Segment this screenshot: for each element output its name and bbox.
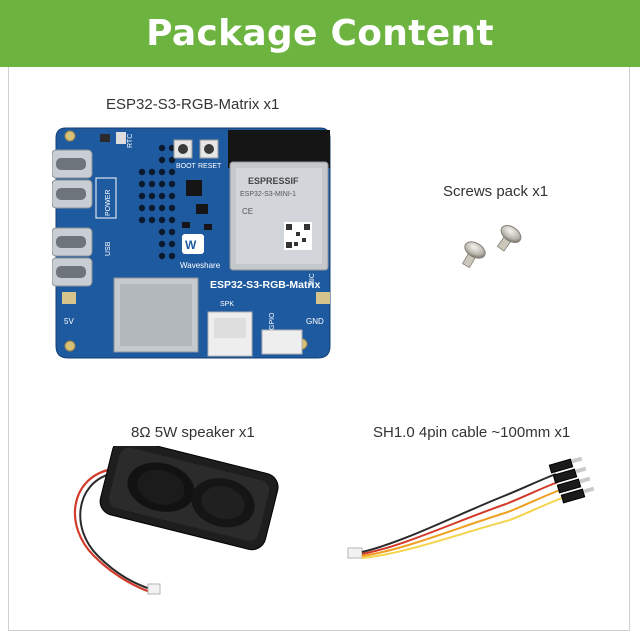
speaker-caption: 8Ω 5W speaker x1: [131, 424, 255, 441]
header-banner: Package Content: [0, 0, 640, 67]
page-title: Package Content: [146, 13, 494, 54]
gnd-label: GND: [306, 317, 324, 326]
power-label: POWER: [105, 190, 112, 216]
reset-label: RESET: [198, 163, 222, 170]
screws-image: [461, 224, 522, 269]
rtc-label: RTC: [127, 134, 134, 148]
boot-label: BOOT: [176, 163, 197, 170]
cable-image: [347, 456, 595, 559]
board-caption: ESP32-S3-RGB-Matrix x1: [106, 96, 280, 113]
module-model: ESP32-S3-MINI-1: [240, 191, 296, 198]
esp32-board-image: POWER USB RTC BOOT RESET ESPRESSIF ESP32…: [52, 127, 331, 359]
usb-label: USB: [105, 241, 112, 256]
svg-text:CE: CE: [242, 207, 253, 216]
spk-label: SPK: [220, 301, 234, 308]
logo-text: Waveshare: [180, 261, 221, 270]
board-title-silkscreen: ESP32-S3-RGB-Matrix: [210, 279, 320, 291]
cable-caption: SH1.0 4pin cable ~100mm x1: [373, 424, 571, 441]
gpio-label: GPIO: [269, 312, 276, 330]
speaker-image: [73, 446, 279, 595]
mic-label: MIC: [309, 273, 316, 286]
screws-caption: Screws pack x1: [443, 183, 549, 200]
module-brand: ESPRESSIF: [248, 176, 299, 186]
svg-text:W: W: [185, 238, 197, 252]
content-frame: [8, 67, 630, 631]
5v-label: 5V: [64, 317, 74, 326]
